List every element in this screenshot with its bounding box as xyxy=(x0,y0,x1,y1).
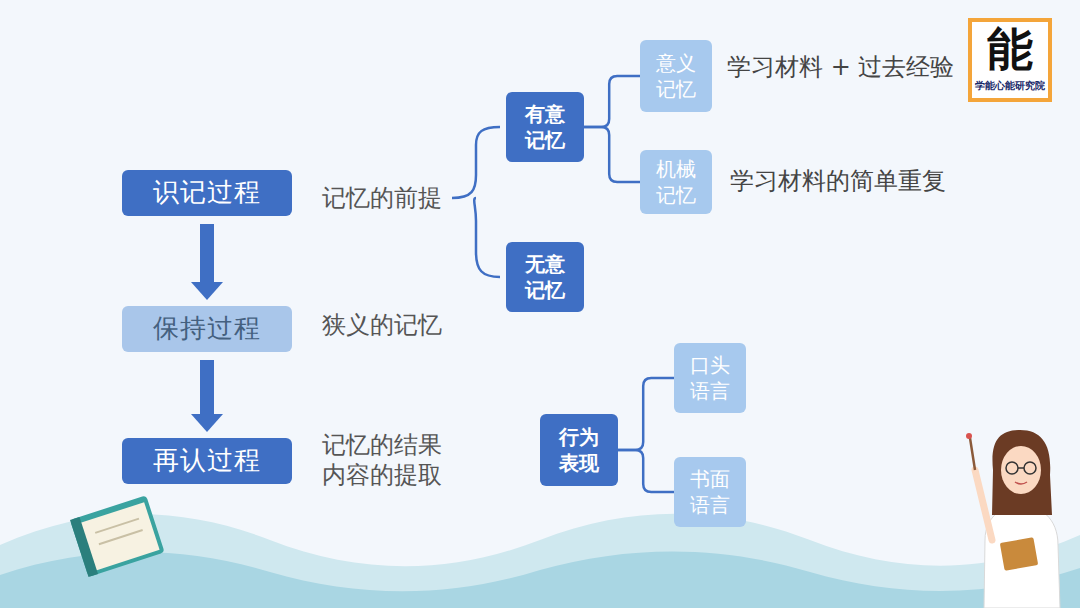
teacher-illustration xyxy=(966,430,1060,608)
wave-front xyxy=(0,551,1080,608)
book-illustration xyxy=(70,495,165,577)
box-text: 机械记忆 xyxy=(656,156,696,208)
arrow-shaft xyxy=(200,224,214,282)
box-text: 意义记忆 xyxy=(656,50,696,102)
category-box: 机械记忆 xyxy=(640,150,712,214)
bracket-line xyxy=(618,450,674,492)
arrow-head xyxy=(191,282,223,300)
box-text: 口头语言 xyxy=(690,352,730,404)
box-text: 行为表现 xyxy=(559,424,599,476)
category-box: 有意记忆 xyxy=(506,92,584,162)
brace xyxy=(452,127,500,277)
wave-back xyxy=(0,514,1080,608)
logo-frame xyxy=(968,18,1052,102)
note-text: 学习材料的简单重复 xyxy=(730,166,990,197)
connector xyxy=(584,127,640,182)
box-text: 保持过程 xyxy=(153,313,261,344)
logo-text: 学能心能研究院 xyxy=(974,80,1046,91)
connector xyxy=(618,378,674,450)
process-box: 识记过程 xyxy=(122,170,292,216)
box-text: 再认过程 xyxy=(153,445,261,476)
bracket-line xyxy=(584,76,640,127)
category-box: 口头语言 xyxy=(674,343,746,413)
logo-text: 能 xyxy=(982,22,1038,77)
note-text: 狭义的记忆 xyxy=(322,310,462,340)
category-box: 意义记忆 xyxy=(640,40,712,112)
category-box: 行为表现 xyxy=(540,414,618,486)
process-box: 保持过程 xyxy=(122,306,292,352)
note-text: 记忆的结果 内容的提取 xyxy=(322,430,452,490)
box-text: 无意记忆 xyxy=(525,251,565,303)
category-box: 无意记忆 xyxy=(506,242,584,312)
arrow-head xyxy=(191,414,223,432)
connector xyxy=(191,224,223,300)
bracket-line xyxy=(584,127,640,182)
box-text: 有意记忆 xyxy=(525,101,565,153)
logo-inner xyxy=(972,22,1048,98)
process-box: 再认过程 xyxy=(122,438,292,484)
connector xyxy=(584,76,640,127)
bracket-line xyxy=(618,378,674,450)
box-text: 书面语言 xyxy=(690,466,730,518)
box-text: 识记过程 xyxy=(153,177,261,208)
arrow-shaft xyxy=(200,360,214,414)
note-text: 记忆的前提 xyxy=(322,183,462,213)
connector xyxy=(191,360,223,432)
note-text: 学习材料 + 过去经验 xyxy=(727,52,962,83)
connector xyxy=(618,450,674,492)
category-box: 书面语言 xyxy=(674,457,746,527)
